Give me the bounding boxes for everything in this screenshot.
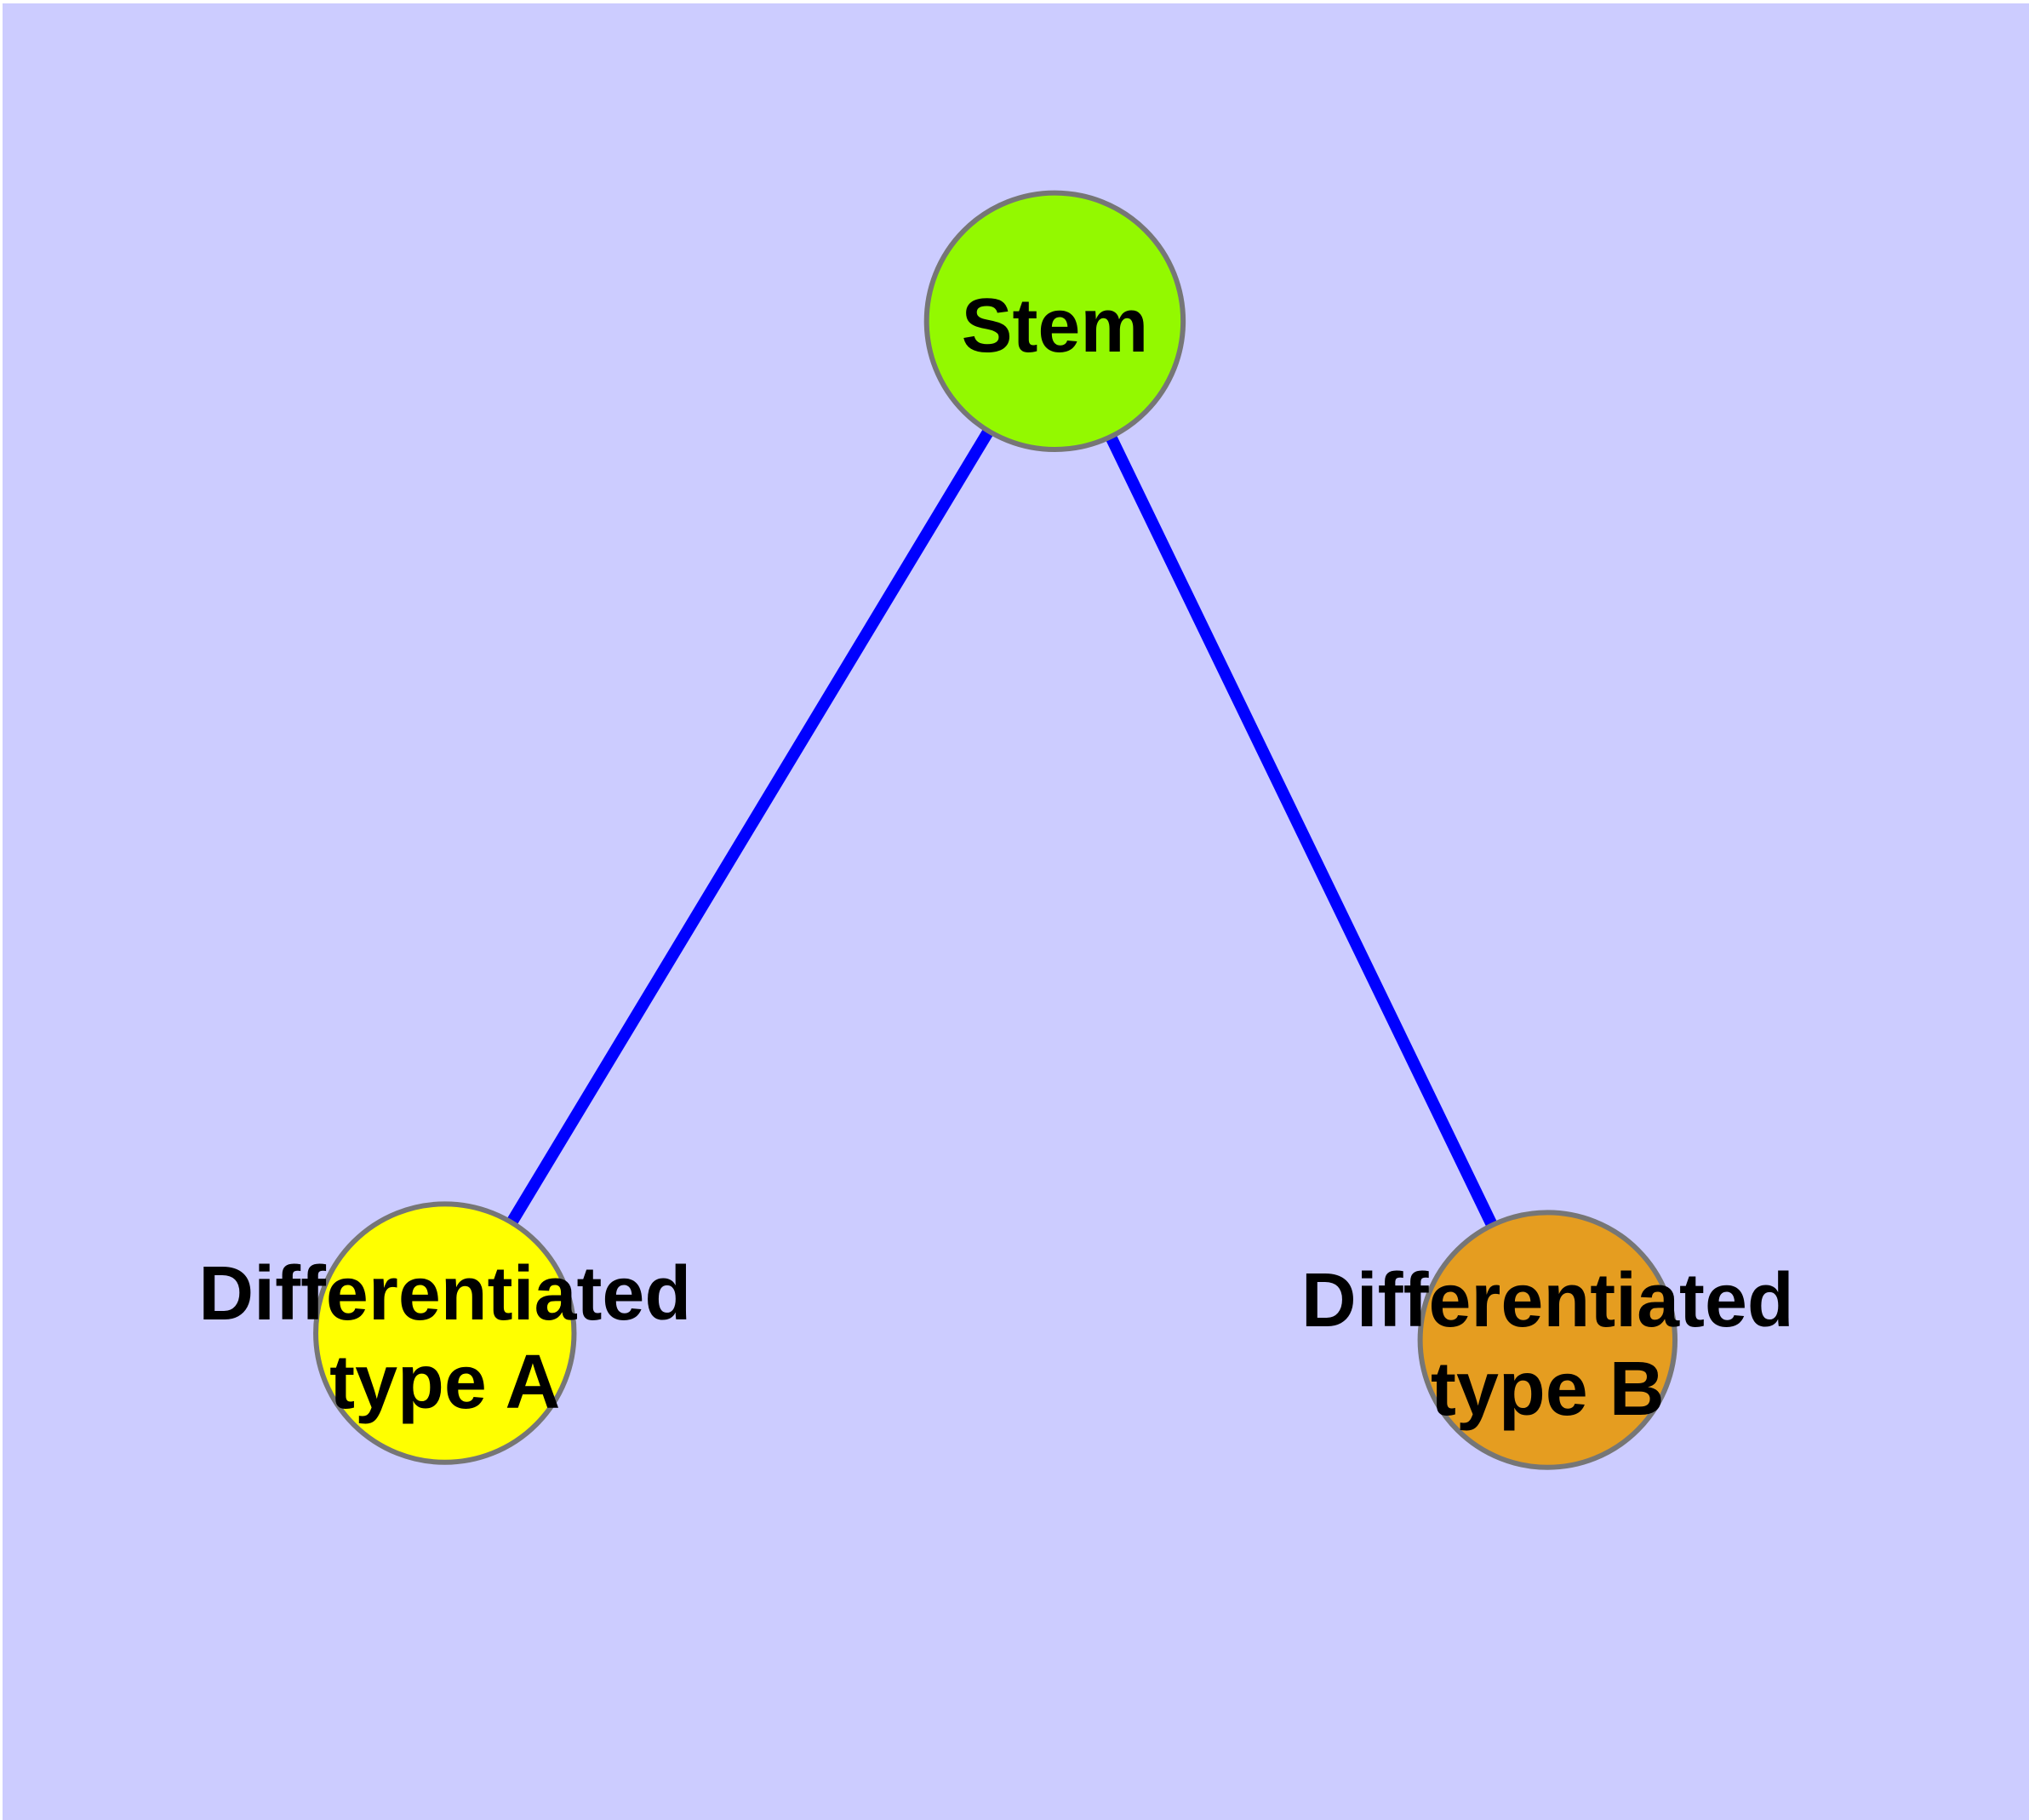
node-differentiated-type-b-circle: [1417, 1210, 1678, 1470]
node-differentiated-type-b-label-line-2: type B: [1431, 1347, 1665, 1432]
node-stem-label-line-1: Stem: [962, 283, 1149, 369]
node-stem: Stem: [923, 190, 1186, 453]
node-differentiated-type-a-circle: [313, 1201, 577, 1465]
edge-stem-to-differentiated-type-a: [439, 318, 1060, 1336]
edge-stem-to-differentiated-type-b: [1049, 318, 1553, 1343]
node-stem-circle: [923, 190, 1186, 453]
node-differentiated-type-a-label-line-2: type A: [329, 1340, 560, 1425]
node-differentiated-type-b-label-line-1: Differentiated: [1301, 1258, 1794, 1343]
node-stem-label: Stem: [962, 283, 1149, 369]
node-differentiated-type-a-label-line-1: Differentiated: [198, 1251, 691, 1336]
